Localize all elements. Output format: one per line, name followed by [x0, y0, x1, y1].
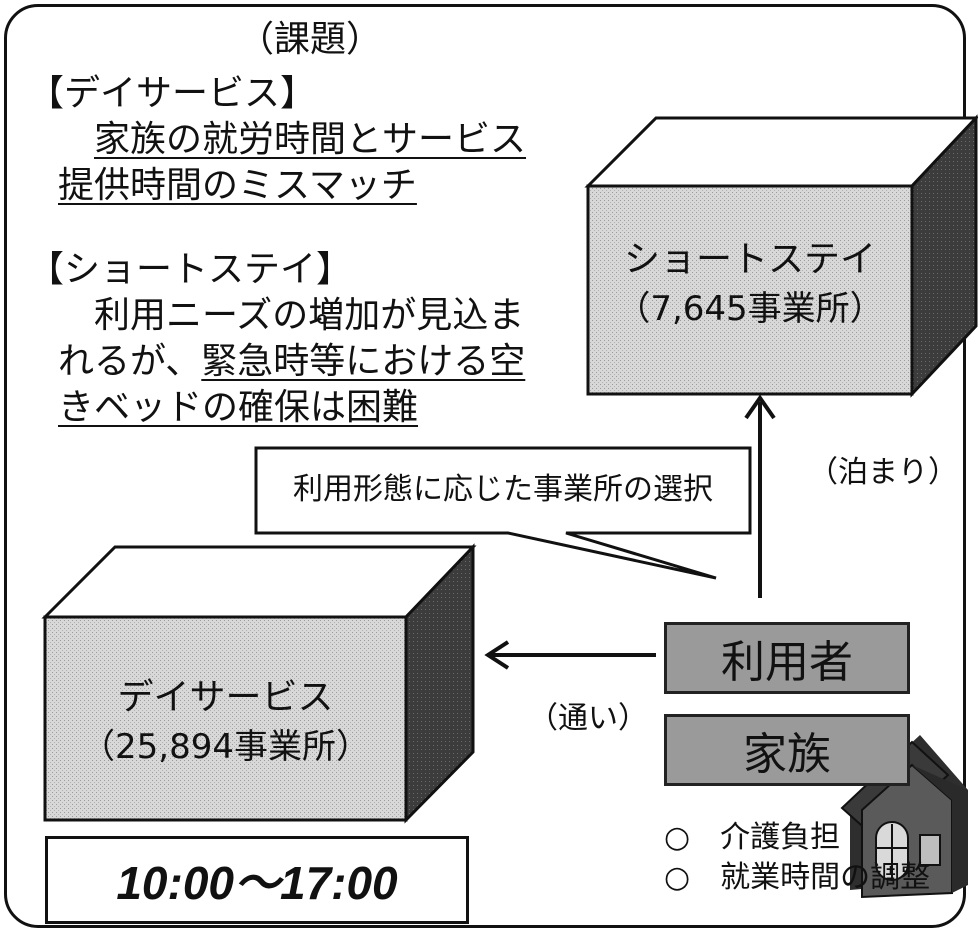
short-stay-heading: 【ショートステイ】 [28, 249, 353, 290]
callout-text: 利用形態に応じた事業所の選択 [293, 472, 713, 507]
day-service-issue-line1: 家族の就労時間とサービス [94, 119, 527, 160]
user-pill: 利用者 [664, 622, 910, 694]
short-stay-box-top [584, 116, 978, 188]
day-service-box [41, 543, 477, 824]
burden-item: ○ 介護負担 [664, 820, 841, 855]
day-service-name: デイサービス [117, 677, 334, 718]
day-service-box-front [43, 615, 408, 822]
burden-item: ○ 就業時間の調整 [664, 860, 931, 895]
day-service-count: （25,894事業所） [81, 727, 370, 767]
day-service-heading: 【デイサービス】 [28, 73, 317, 114]
short-stay-box [584, 114, 978, 398]
service-hours-box: 10:00～17:00 [45, 836, 469, 924]
short-stay-issue-line3: きベッドの確保は困難 [58, 387, 419, 428]
stay-label: （泊まり） [808, 455, 958, 490]
short-stay-count: （7,645事業所） [616, 289, 884, 329]
family-pill: 家族 [664, 714, 910, 786]
arrow-left-icon [484, 640, 656, 670]
callout-bubble [254, 446, 752, 580]
day-service-box-side [404, 543, 475, 824]
outer-frame [4, 4, 966, 928]
short-stay-name: ショートステイ [623, 239, 876, 280]
day-service-box-top [41, 545, 477, 619]
commute-label: （通い） [528, 701, 648, 736]
short-stay-box-side [910, 114, 978, 398]
small-mark [317, 314, 327, 324]
arrow-up-icon [744, 394, 776, 598]
day-service-issue-line2: 提供時間のミスマッチ [58, 165, 417, 206]
title: （課題） [238, 19, 383, 60]
short-stay-box-front [586, 184, 914, 396]
short-stay-issue-line1: 利用ニーズの増加が見込ま [58, 295, 525, 336]
short-stay-issue-line2: れるが、緊急時等における空 [58, 341, 526, 382]
